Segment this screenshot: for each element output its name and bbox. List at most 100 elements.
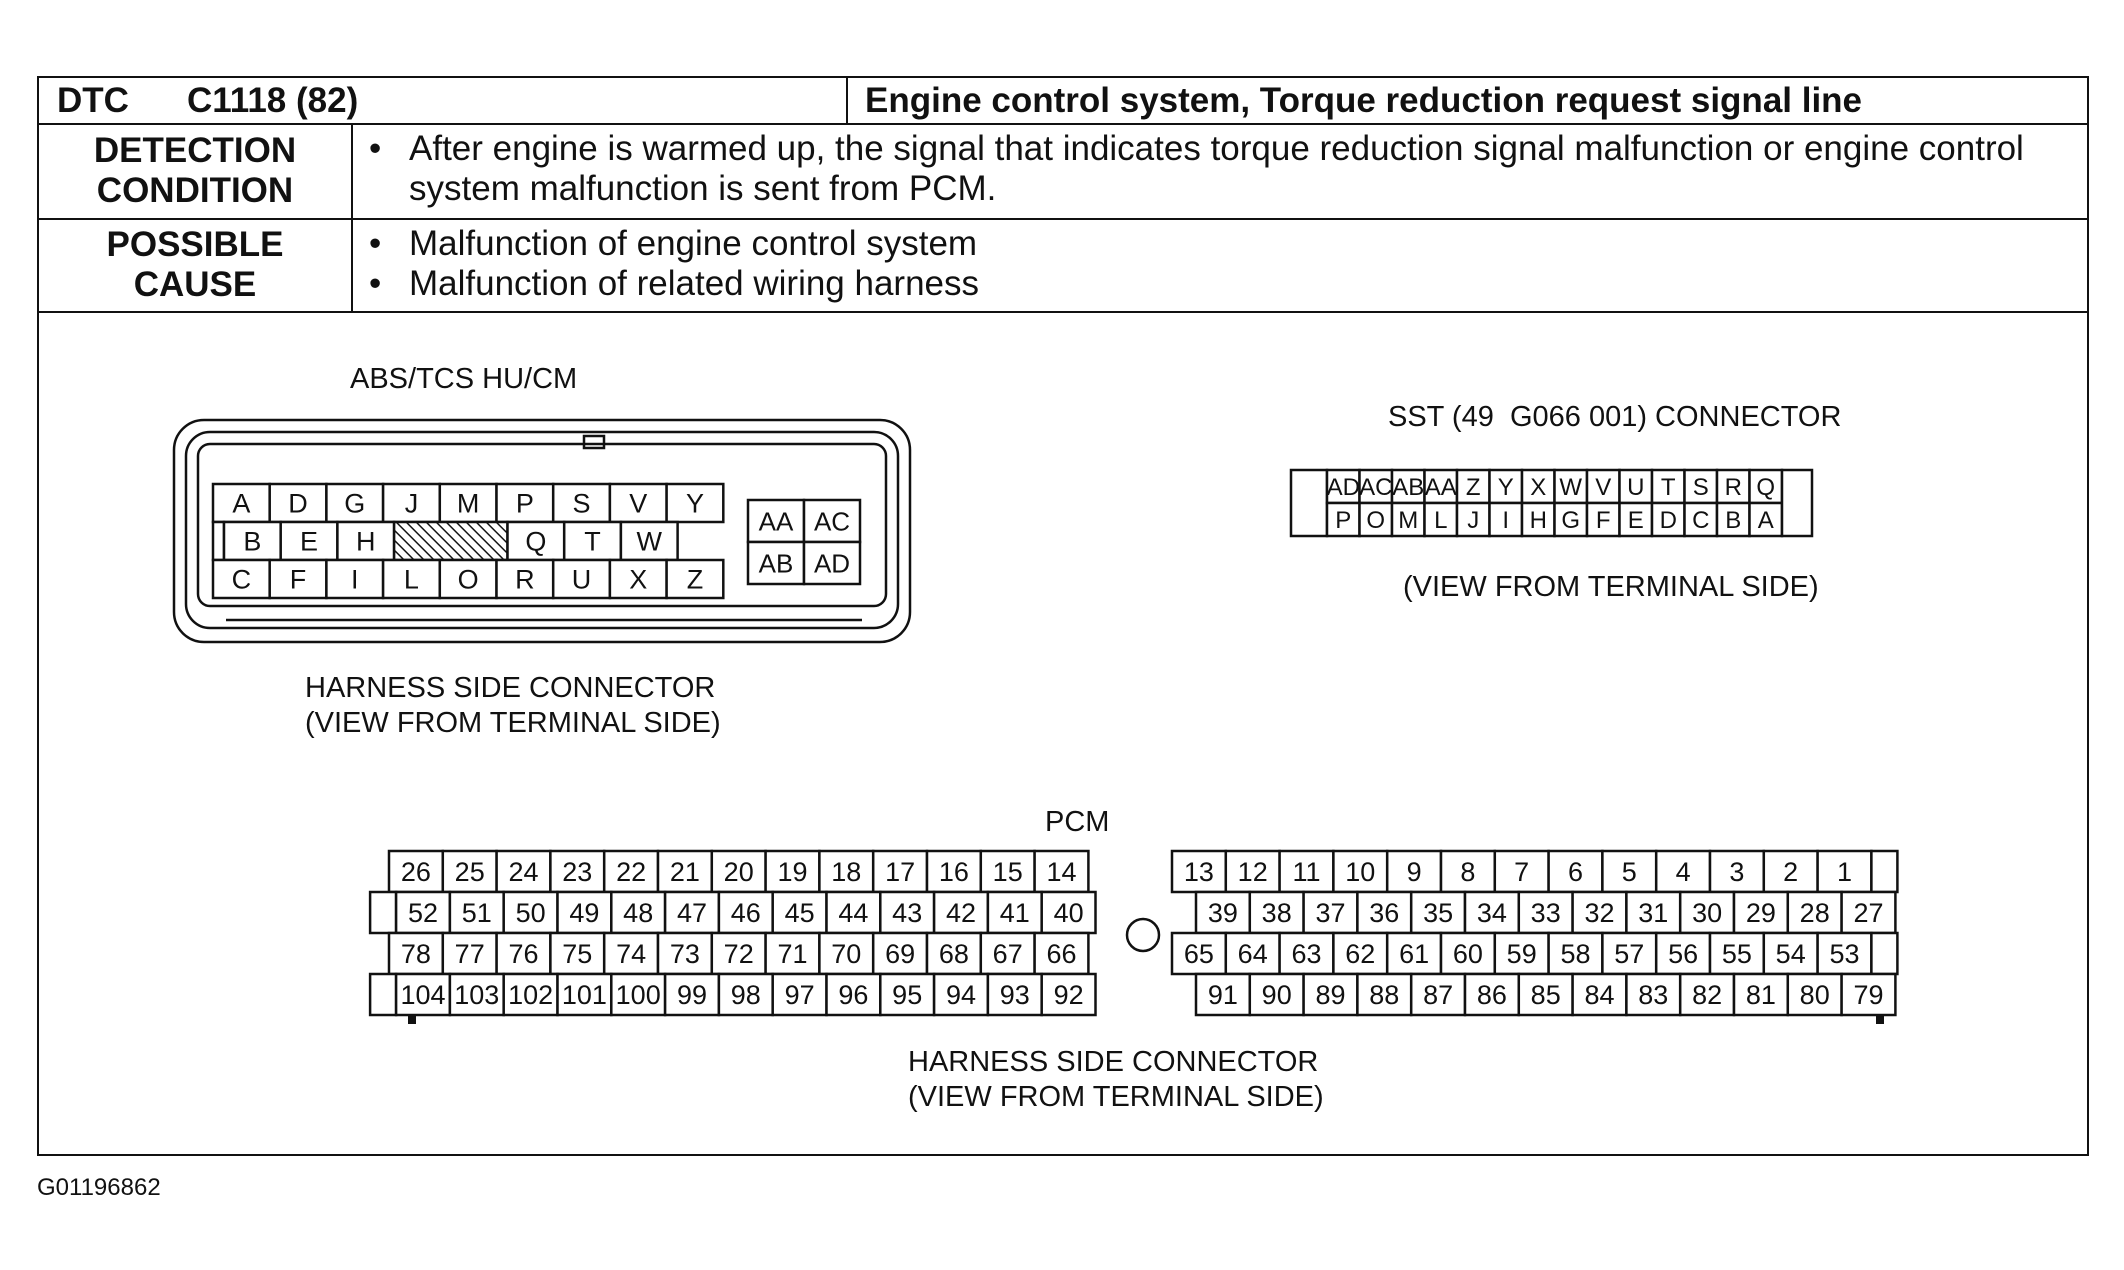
dtc-title: Engine control system, Torque reduction … — [865, 81, 1863, 120]
pcm-terminal-label: 86 — [1477, 980, 1507, 1010]
pcm-terminal-label: 54 — [1776, 939, 1806, 969]
abs-terminal-label: G — [344, 489, 365, 519]
pcm-terminal-label: 22 — [616, 857, 646, 887]
abs-terminal-label: R — [515, 565, 535, 595]
abs-terminal-label: X — [629, 565, 647, 595]
dtc-title-row: DTC C1118 (82) Engine control system, To… — [39, 78, 2087, 125]
pcm-terminal-cell — [602, 931, 660, 976]
abs-terminal-label: H — [356, 527, 376, 557]
pcm-terminal-label: 92 — [1054, 980, 1084, 1010]
pcm-terminal-cell — [441, 849, 498, 894]
pcm-terminal-cell — [1840, 890, 1897, 935]
pcm-terminal-cell — [441, 931, 498, 976]
pcm-terminal-label: 67 — [993, 939, 1023, 969]
hatch-line — [393, 539, 415, 561]
pcm-terminal-label: 80 — [1800, 980, 1830, 1010]
sst-terminal-cell — [1748, 501, 1784, 538]
pcm-terminal-cell — [1840, 972, 1897, 1017]
abs-terminal-label: D — [288, 489, 308, 519]
pcm-terminal-label: 14 — [1046, 857, 1076, 887]
pcm-terminal-label: 24 — [508, 857, 538, 887]
abs-terminal-cell — [551, 482, 612, 524]
pcm-terminal-label: 98 — [731, 980, 761, 1010]
sst-terminal-label: J — [1467, 507, 1479, 534]
pcm-terminal-cell — [1302, 890, 1359, 935]
pcm-terminal-label: 60 — [1453, 939, 1483, 969]
pcm-terminal-cell — [394, 972, 452, 1017]
sst-terminal-label: O — [1366, 507, 1385, 534]
pcm-terminal-label: 87 — [1423, 980, 1453, 1010]
sst-terminal-label: A — [1758, 507, 1774, 534]
sst-terminal-label: G — [1561, 507, 1580, 534]
pcm-terminal-cell — [1463, 972, 1521, 1017]
sst-terminal-cell — [1650, 501, 1686, 538]
sst-terminal-label: X — [1530, 474, 1546, 501]
pcm-terminal-label: 43 — [892, 898, 922, 928]
hatch-line — [455, 521, 495, 561]
abs-terminal-label: W — [637, 527, 663, 557]
pcm-terminal-label: 95 — [892, 980, 922, 1010]
pcm-terminal-cell — [1732, 972, 1790, 1017]
abs-terminal-label: Y — [686, 489, 704, 519]
abs-aux-terminal-label: AC — [814, 506, 850, 536]
pcm-terminal-label: 78 — [401, 939, 431, 969]
pcm-terminal-cell — [1654, 931, 1712, 976]
pcm-terminal-label: 18 — [831, 857, 861, 887]
detection-list: After engine is warmed up, the signal th… — [369, 129, 2049, 209]
pcm-terminal-label: 83 — [1638, 980, 1668, 1010]
pcm-terminal-label: 84 — [1584, 980, 1614, 1010]
pcm-terminal-cell — [771, 972, 828, 1017]
abs-terminal-cell — [665, 558, 725, 600]
pcm-terminal-label: 25 — [455, 857, 485, 887]
pcm-terminal-label: 23 — [562, 857, 592, 887]
abs-terminal-label: J — [405, 489, 419, 519]
pcm-terminal-label: 81 — [1746, 980, 1776, 1010]
abs-terminal-label: Z — [687, 565, 704, 595]
pcm-terminal-label: 41 — [1000, 898, 1030, 928]
hatch-line — [393, 549, 405, 561]
pcm-terminal-label: 3 — [1729, 857, 1744, 887]
pcm-terminal-cell — [771, 890, 828, 935]
abs-terminal-label: I — [351, 565, 359, 595]
abs-terminal-cell — [211, 558, 271, 600]
sst-terminal-label: AC — [1359, 474, 1392, 501]
pcm-terminal-cell — [825, 890, 882, 935]
abs-terminal-cell — [268, 558, 328, 600]
pcm-terminal-label: 63 — [1291, 939, 1321, 969]
hatch-line — [495, 521, 509, 534]
pcm-terminal-label: 28 — [1800, 898, 1830, 928]
pcm-terminal-label: 10 — [1345, 857, 1375, 887]
pcm-terminal-label: 12 — [1238, 857, 1268, 887]
dtc-label: DTC — [57, 81, 129, 120]
pcm-terminal-label: 62 — [1345, 939, 1375, 969]
pcm-terminal-label: 11 — [1292, 857, 1320, 887]
pcm-terminal-label: 17 — [885, 857, 915, 887]
pcm-terminal-cell — [495, 849, 552, 894]
hatch-line — [415, 521, 455, 561]
cause-header-line2: CAUSE — [133, 265, 257, 304]
abs-terminal-label: B — [243, 527, 261, 557]
pcm-terminal-cell — [879, 972, 936, 1017]
sst-terminal-cell — [1520, 501, 1556, 538]
sst-terminal-label: I — [1502, 507, 1509, 534]
sst-terminal-label: B — [1725, 507, 1741, 534]
abs-terminal-cell — [222, 520, 282, 562]
sst-terminal-label: AB — [1392, 474, 1424, 501]
pcm-terminal-label: 59 — [1507, 939, 1537, 969]
pcm-terminal-label: 38 — [1262, 898, 1292, 928]
pcm-terminal-cell — [1356, 972, 1413, 1017]
abs-terminal-label: C — [232, 565, 252, 595]
pcm-terminal-label: 42 — [946, 898, 976, 928]
sst-terminal-label: U — [1627, 474, 1644, 501]
detection-header-line1: DETECTION — [93, 131, 297, 170]
pcm-terminal-label: 39 — [1208, 898, 1238, 928]
pcm-terminal-label: 29 — [1746, 898, 1776, 928]
abs-aux-terminal-cell — [802, 498, 862, 544]
hatch-line — [445, 521, 485, 561]
pcm-terminal-label: 1 — [1837, 857, 1852, 887]
abs-terminal-label: P — [516, 489, 534, 519]
abs-terminal-spacer-cell — [211, 520, 226, 562]
